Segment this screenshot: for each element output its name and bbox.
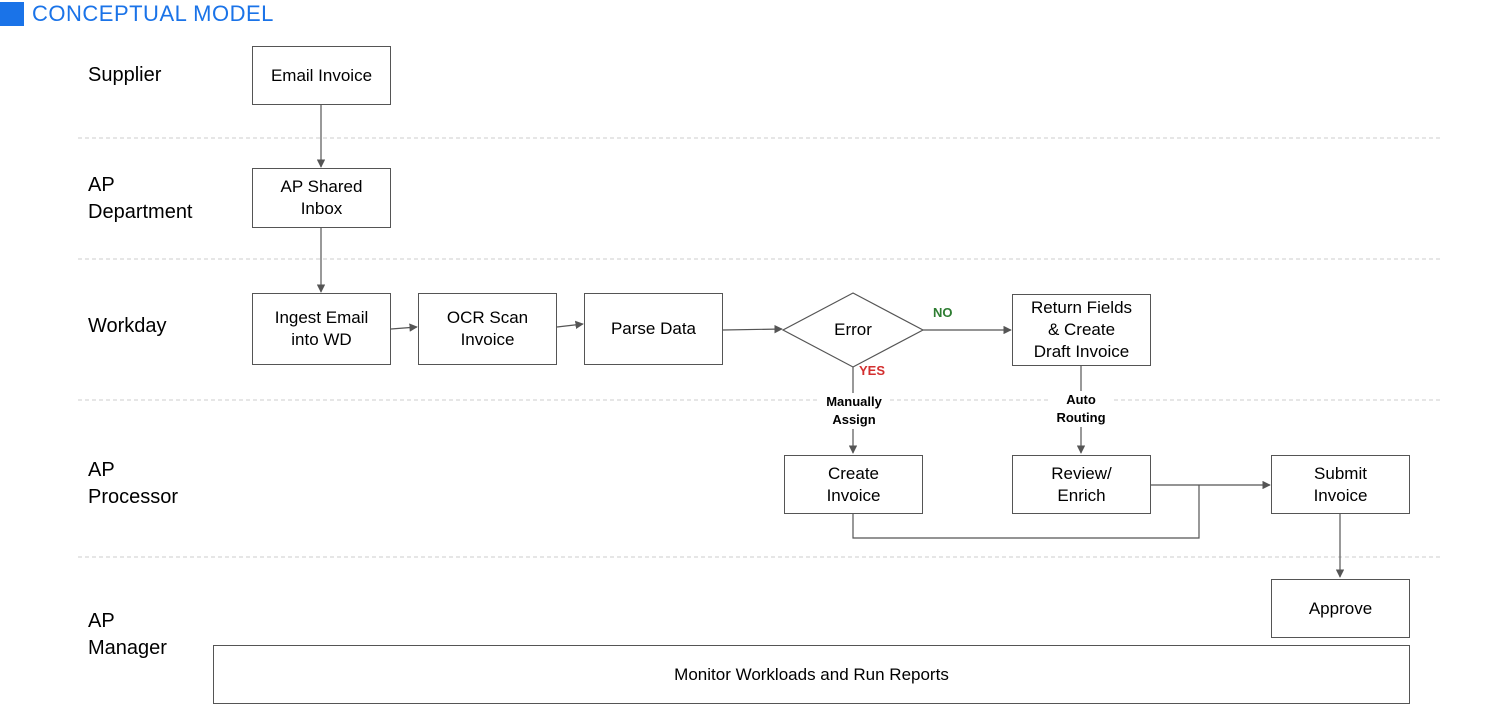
node-monitor-workloads: Monitor Workloads and Run Reports	[213, 645, 1410, 704]
edge-label-no: NO	[933, 305, 953, 320]
node-return-fields: Return Fields & Create Draft Invoice	[1012, 294, 1151, 366]
node-parse-data: Parse Data	[584, 293, 723, 365]
node-review-enrich: Review/ Enrich	[1012, 455, 1151, 514]
edge-label-auto-routing: Auto Routing	[1050, 391, 1112, 427]
lane-label-ap-department: AP Department	[88, 174, 193, 223]
node-error-label: Error	[834, 320, 872, 339]
node-ocr-scan: OCR Scan Invoice	[418, 293, 557, 365]
page-title: CONCEPTUAL MODEL	[32, 1, 274, 26]
lane-label-ap-processor: AP Processor	[88, 459, 179, 508]
lane-label-workday: Workday	[88, 315, 167, 337]
node-ingest-email: Ingest Email into WD	[252, 293, 391, 365]
header: CONCEPTUAL MODEL	[0, 0, 274, 28]
edge-ingest-to-ocr	[390, 323, 418, 332]
header-accent-square	[0, 2, 24, 26]
edge-label-manually-assign: Manually Assign	[818, 393, 890, 429]
lane-label-supplier: Supplier	[88, 64, 162, 86]
edge-ocr-to-parse	[556, 320, 584, 330]
node-approve: Approve	[1271, 579, 1410, 638]
edge-parse-to-error	[722, 324, 783, 334]
edge-create-to-submit	[852, 485, 1200, 539]
node-create-invoice: Create Invoice	[784, 455, 923, 514]
node-submit-invoice: Submit Invoice	[1271, 455, 1410, 514]
node-ap-shared-inbox: AP Shared Inbox	[252, 168, 391, 228]
lane-label-ap-manager: AP Manager	[88, 610, 167, 659]
node-email-invoice: Email Invoice	[252, 46, 391, 105]
edge-label-yes: YES	[859, 363, 886, 378]
